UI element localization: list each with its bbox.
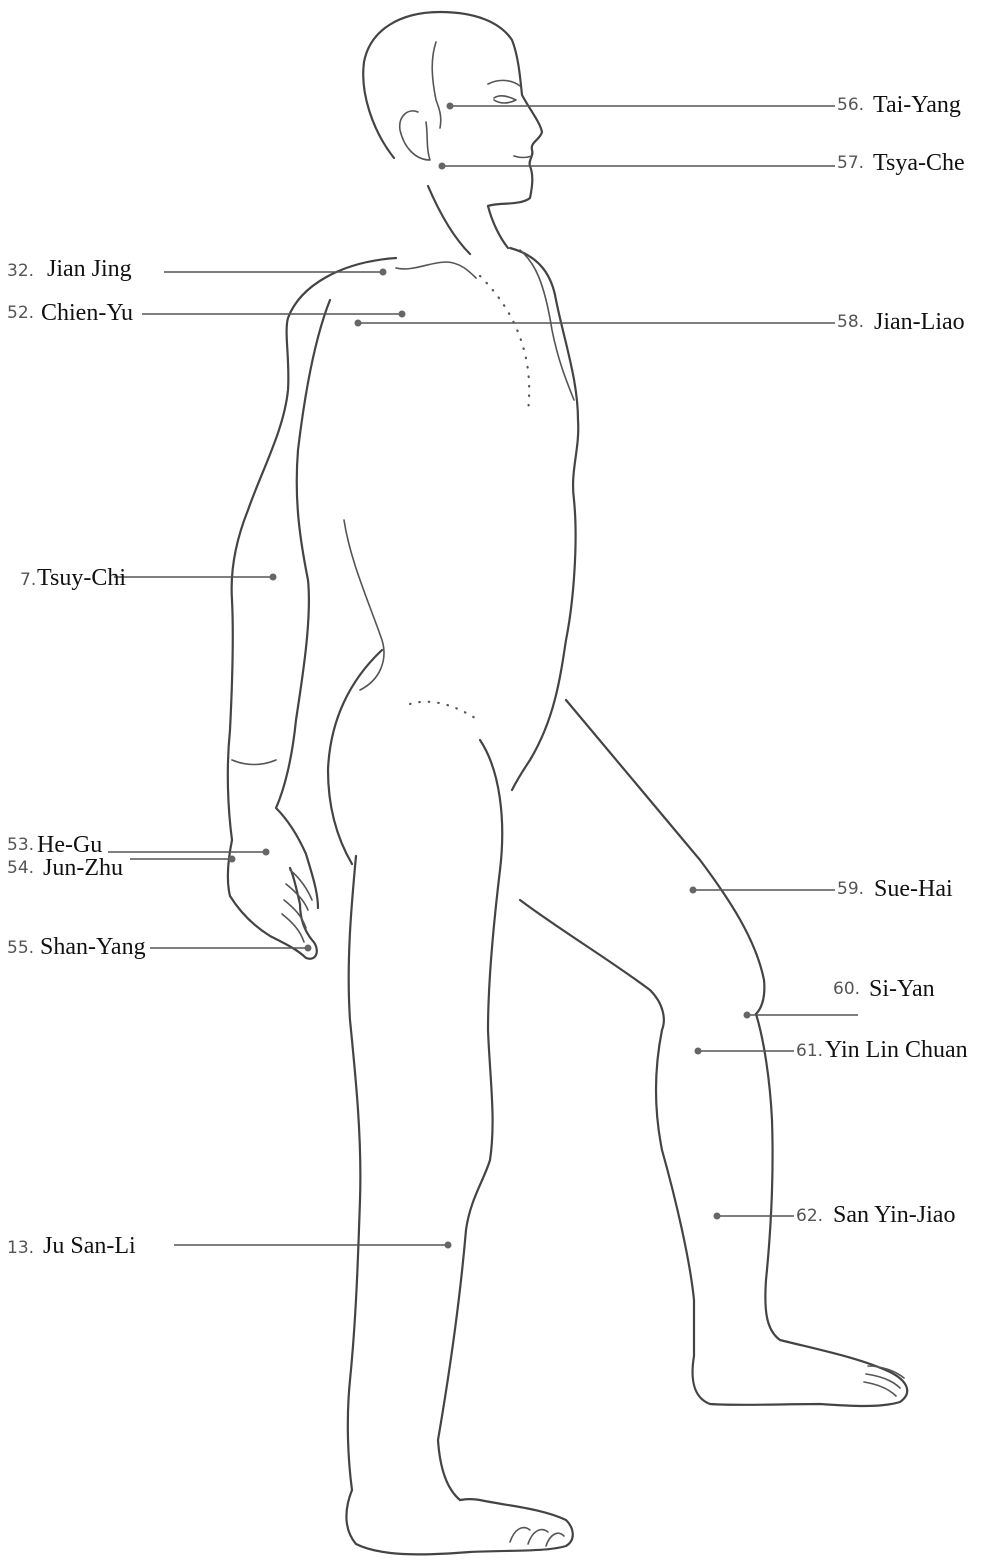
front-leg-top <box>566 700 764 1014</box>
point-52 <box>399 311 406 318</box>
label-59-name: Sue-Hai <box>874 876 953 902</box>
label-54-num: 54. <box>7 858 34 878</box>
torso-front-outline <box>510 248 578 790</box>
point-61 <box>695 1048 702 1055</box>
label-58-num: 58. <box>837 312 864 332</box>
label-32-name: Jian Jing <box>47 256 132 282</box>
label-54-name: Jun-Zhu <box>43 855 123 881</box>
front-calf <box>656 1030 694 1356</box>
point-53 <box>263 849 270 856</box>
label-56-num: 56. <box>837 95 864 115</box>
label-55-name: Shan-Yang <box>40 934 146 960</box>
label-13-name: Ju San-Li <box>43 1233 136 1259</box>
labels: 56. Tai-Yang 57. Tsya-Che 32. Jian Jing … <box>7 92 968 1259</box>
point-60 <box>744 1012 751 1019</box>
point-58 <box>355 320 362 327</box>
label-60-name: Si-Yan <box>869 976 935 1002</box>
point-59 <box>690 887 697 894</box>
label-55-num: 55. <box>7 938 34 958</box>
label-60-num: 60. <box>833 979 860 999</box>
wrist-line <box>232 760 276 765</box>
label-58-name: Jian-Liao <box>874 309 965 335</box>
back-line <box>344 520 384 690</box>
label-62-name: San Yin-Jiao <box>833 1202 955 1228</box>
label-52-num: 52. <box>7 303 34 323</box>
back-leg-rear <box>348 856 361 1490</box>
back-toes <box>510 1528 564 1546</box>
leaders <box>108 103 858 1249</box>
label-52-name: Chien-Yu <box>41 300 133 326</box>
point-55 <box>305 945 312 952</box>
label-13-num: 13. <box>7 1238 34 1258</box>
front-leg-under <box>520 900 664 1030</box>
label-56-name: Tai-Yang <box>873 92 961 118</box>
buttock <box>328 650 382 864</box>
point-54 <box>229 856 236 863</box>
label-32-num: 32. <box>7 261 34 281</box>
point-56 <box>447 103 454 110</box>
label-7-name: Tsuy-Chi <box>37 565 126 591</box>
label-59-num: 59. <box>837 879 864 899</box>
point-32 <box>380 269 387 276</box>
label-53-num: 53. <box>7 835 34 855</box>
back-leg-front <box>438 740 502 1500</box>
point-7 <box>270 574 277 581</box>
arm-front <box>276 300 330 908</box>
brow <box>488 80 520 86</box>
label-61-num: 61. <box>796 1041 823 1061</box>
point-13 <box>445 1242 452 1249</box>
point-62 <box>714 1213 721 1220</box>
eye <box>494 96 516 103</box>
point-57 <box>439 163 446 170</box>
hip-dots <box>410 702 478 720</box>
collarbone <box>396 262 476 278</box>
back-foot <box>346 1490 572 1554</box>
neck-front <box>488 206 508 248</box>
torso-back-outline <box>228 258 396 840</box>
label-7-num: 7. <box>20 570 36 590</box>
label-57-name: Tsya-Che <box>873 150 965 176</box>
mouth <box>514 156 532 158</box>
head-outline <box>363 12 542 206</box>
neck-back <box>428 186 470 254</box>
label-61-name: Yin Lin Chuan <box>825 1037 968 1063</box>
hairline <box>432 42 441 128</box>
label-62-num: 62. <box>796 1206 823 1226</box>
label-57-num: 57. <box>837 153 864 173</box>
chest-dots <box>480 276 529 412</box>
ear <box>400 111 430 160</box>
